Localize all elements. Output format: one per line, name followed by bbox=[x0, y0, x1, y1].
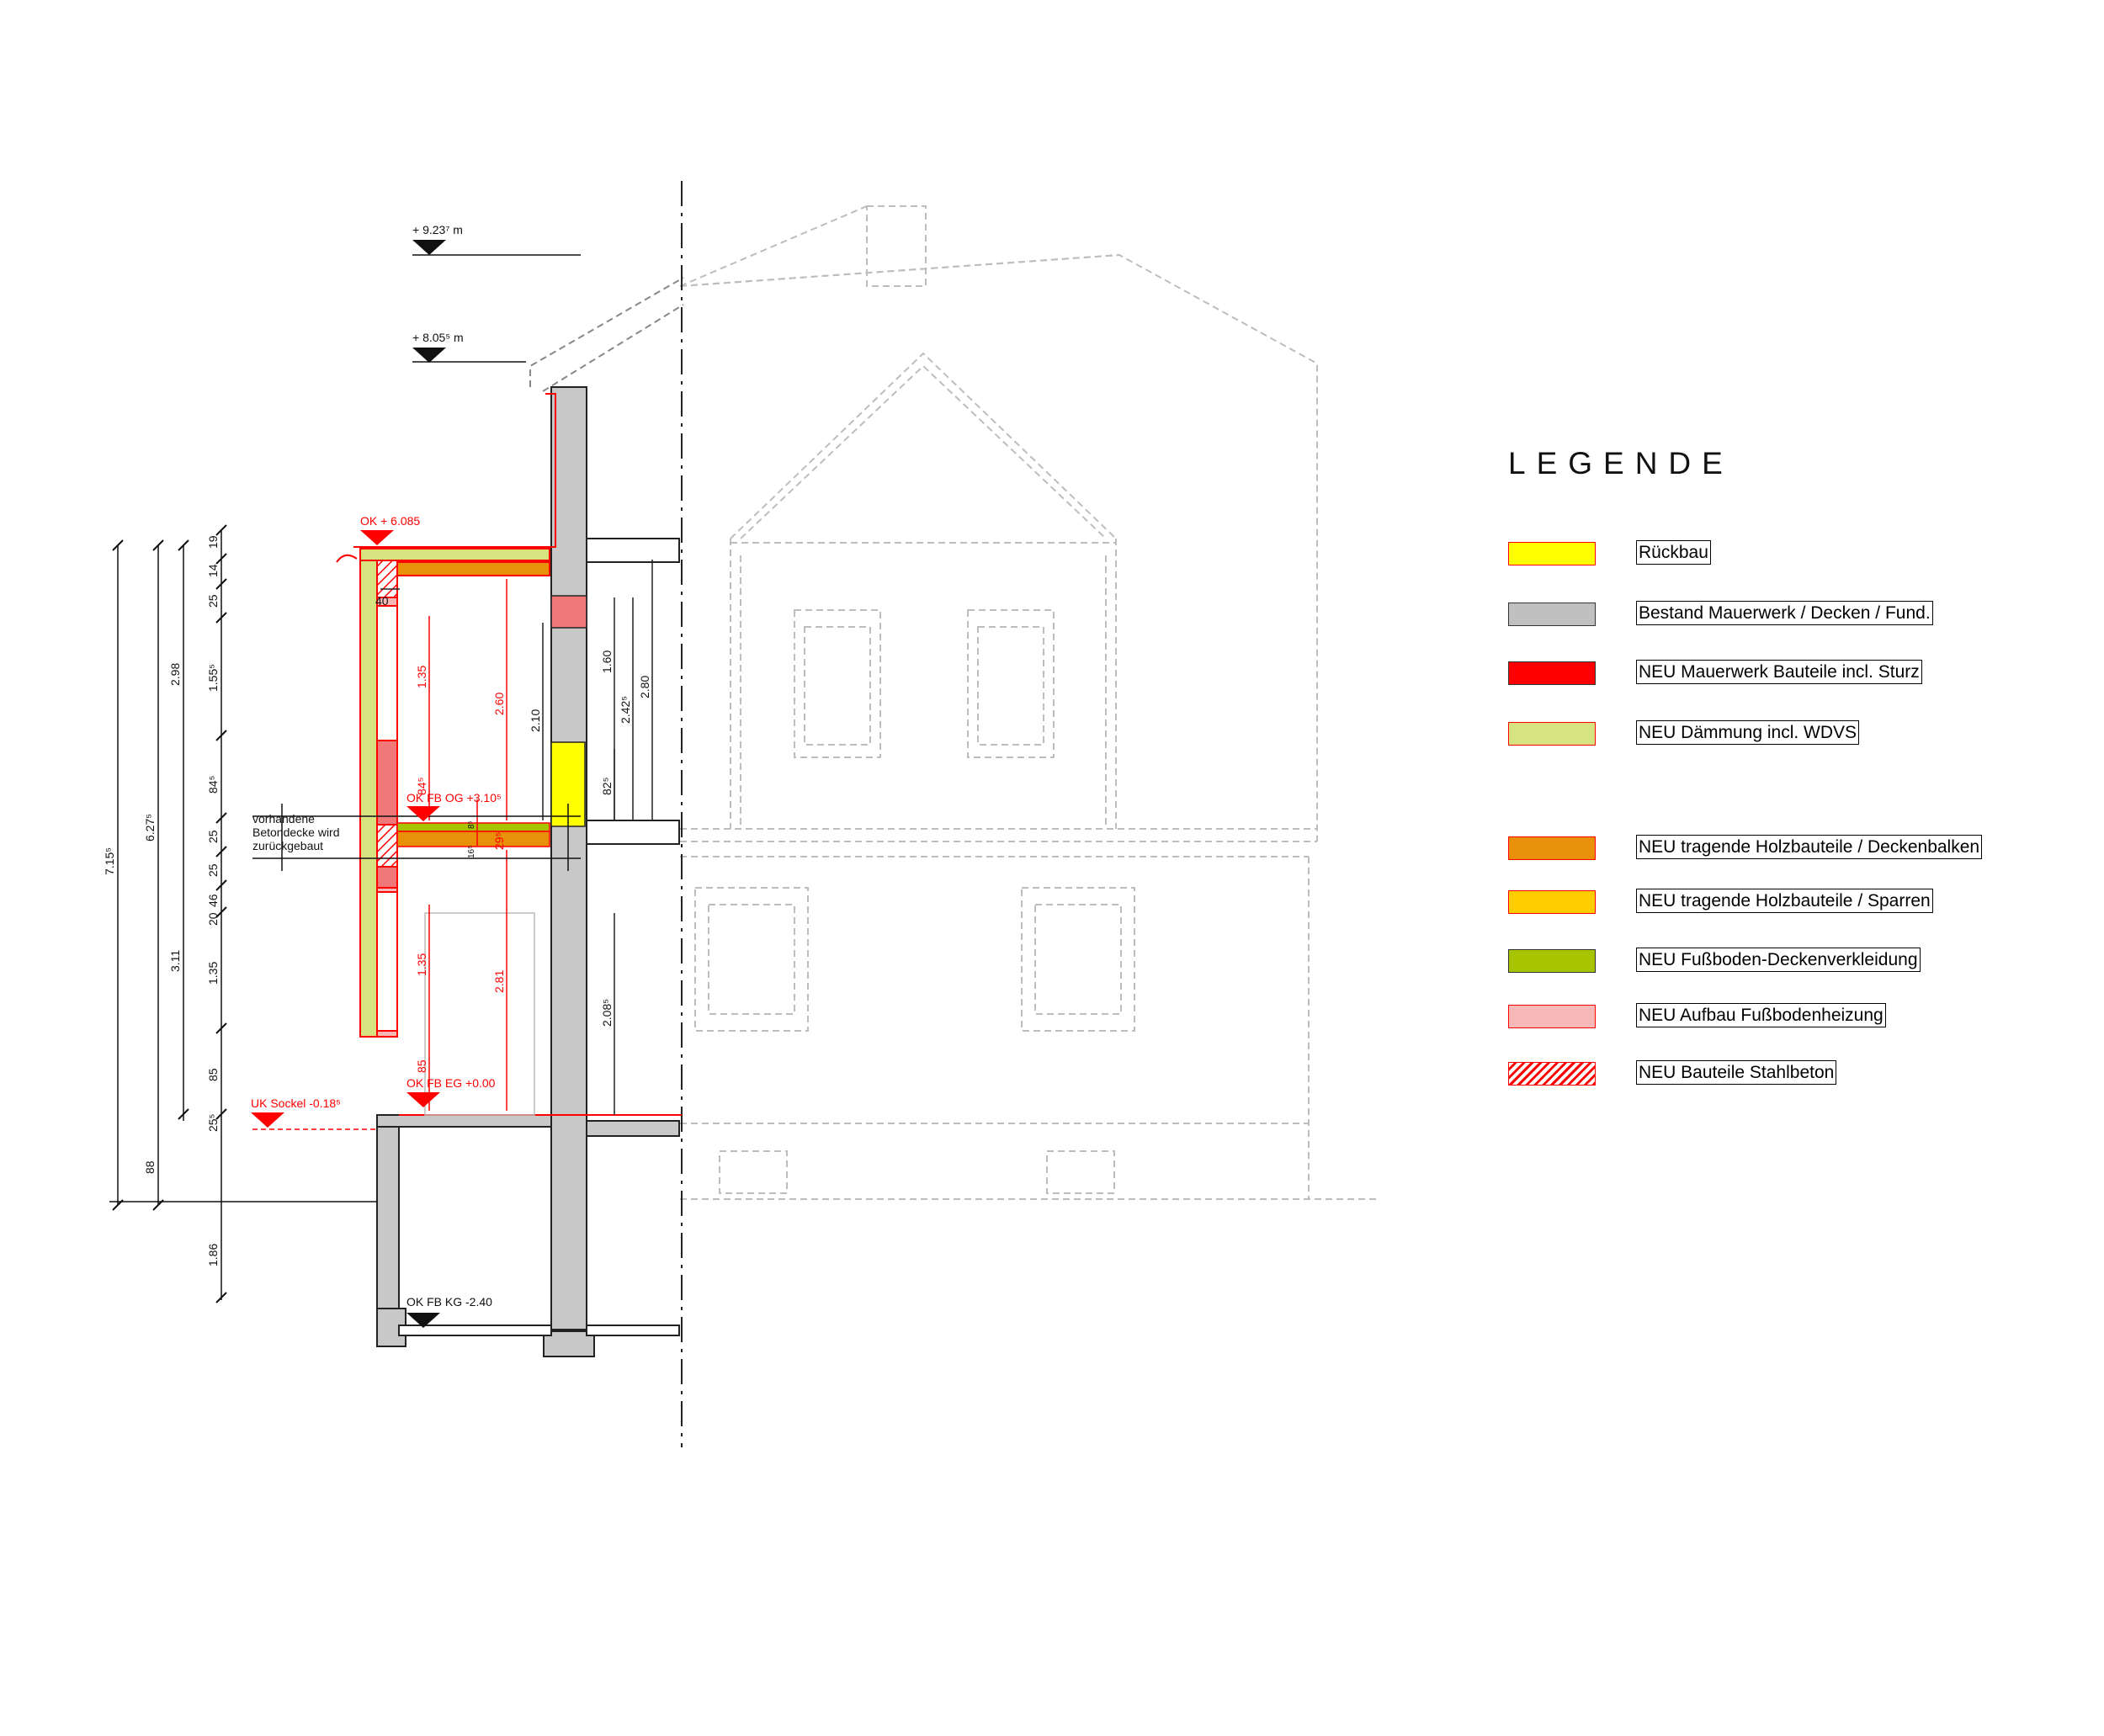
legend-swatch bbox=[1508, 542, 1596, 565]
annotation-line2: Betondecke wird bbox=[252, 826, 340, 839]
level-ok-fb-kg: OK FB KG -2.40 bbox=[406, 1295, 492, 1309]
legend-label: NEU tragende Holzbauteile / Deckenbalken bbox=[1636, 835, 1983, 859]
dim-og-82: 82⁵ bbox=[600, 778, 614, 795]
dim-outer-total: 7.15⁵ bbox=[103, 847, 116, 875]
dim-og-sill: 84⁵ bbox=[415, 778, 428, 795]
dim-chain-25d: 25⁵ bbox=[206, 1114, 220, 1132]
dim-og-160: 1.60 bbox=[600, 650, 614, 673]
dim-door-og: 2.10 bbox=[529, 709, 542, 732]
level-eave: + 8.05⁵ m bbox=[412, 331, 464, 344]
section: + 9.23⁷ m + 8.05⁵ m OK + 6.085 OK FB OG … bbox=[103, 223, 684, 1357]
legend-swatch bbox=[1508, 722, 1596, 746]
legend-swatch bbox=[1508, 661, 1596, 685]
dim-floor-29: 29⁵ bbox=[492, 832, 506, 850]
legend-swatch bbox=[1508, 1062, 1596, 1086]
level-ok-fb-og: OK FB OG +3.10⁵ bbox=[406, 791, 502, 804]
legend-swatch bbox=[1508, 603, 1596, 626]
dim-chain-186: 1.86 bbox=[206, 1244, 220, 1266]
legend-swatch bbox=[1508, 836, 1596, 860]
legend-title: LEGENDE bbox=[1508, 446, 1734, 480]
dim-eg-208: 2.08⁵ bbox=[600, 999, 614, 1027]
dim-og-room: 2.60 bbox=[492, 693, 506, 715]
dim-chain-155: 1.55⁵ bbox=[206, 664, 220, 692]
dim-chain-14: 14 bbox=[206, 564, 220, 577]
dim-chain-84: 84⁵ bbox=[206, 776, 220, 794]
dim-og-280: 2.80 bbox=[638, 676, 651, 698]
dim-chain-85: 85 bbox=[206, 1068, 220, 1081]
legend-label: NEU Fußboden-Deckenverkleidung bbox=[1636, 948, 1921, 972]
dim-eg-sill: 85 bbox=[415, 1059, 428, 1073]
dim-chain-25b: 25 bbox=[206, 830, 220, 843]
dim-chain-25a: 25 bbox=[206, 594, 220, 608]
dim-eaves-40: 40 bbox=[375, 594, 389, 608]
legend-label: NEU Bauteile Stahlbeton bbox=[1636, 1060, 1837, 1085]
annotation-line3: zurückgebaut bbox=[252, 839, 323, 852]
dim-eg-room: 2.81 bbox=[492, 970, 506, 993]
legend-swatch bbox=[1508, 890, 1596, 914]
dim-chain-25c: 25 bbox=[206, 863, 220, 877]
dim-upper-storey: 2.98 bbox=[168, 663, 182, 686]
legend-label: NEU Dämmung incl. WDVS bbox=[1636, 720, 1860, 745]
dim-chain-46: 46 bbox=[206, 894, 220, 907]
legend-label: Rückbau bbox=[1636, 540, 1711, 565]
dim-floor-8: 8⁵ bbox=[467, 820, 476, 829]
legend-label: NEU Mauerwerk Bauteile incl. Sturz bbox=[1636, 660, 1922, 684]
legend-label: NEU tragende Holzbauteile / Sparren bbox=[1636, 889, 1933, 913]
legend-swatch bbox=[1508, 949, 1596, 973]
legend-label: NEU Aufbau Fußbodenheizung bbox=[1636, 1003, 1886, 1027]
dim-chain-135: 1.35 bbox=[206, 962, 220, 985]
annotation-line1: vorhandene bbox=[252, 812, 315, 826]
dim-chain-19: 19 bbox=[206, 535, 220, 549]
legend-swatch bbox=[1508, 1005, 1596, 1028]
dim-floor-16: 16⁵ bbox=[467, 846, 476, 858]
level-top-ridge: + 9.23⁷ m bbox=[412, 223, 463, 236]
elevation-ghost bbox=[679, 205, 1380, 1200]
dim-og-window: 1.35 bbox=[415, 666, 428, 688]
legend-label: Bestand Mauerwerk / Decken / Fund. bbox=[1636, 601, 1933, 625]
level-ok-roof: OK + 6.085 bbox=[360, 514, 420, 528]
dim-base-88: 88 bbox=[143, 1160, 157, 1174]
dim-chain-20: 20 bbox=[206, 912, 220, 926]
dim-mid-total: 6.27⁵ bbox=[143, 814, 157, 841]
dim-lower-storey: 3.11 bbox=[168, 950, 182, 972]
level-uk-sockel: UK Sockel -0.18⁵ bbox=[251, 1096, 341, 1110]
dim-og-242: 2.42⁵ bbox=[619, 696, 632, 724]
dim-eg-window: 1.35 bbox=[415, 953, 428, 976]
level-ok-fb-eg: OK FB EG +0.00 bbox=[406, 1076, 496, 1090]
